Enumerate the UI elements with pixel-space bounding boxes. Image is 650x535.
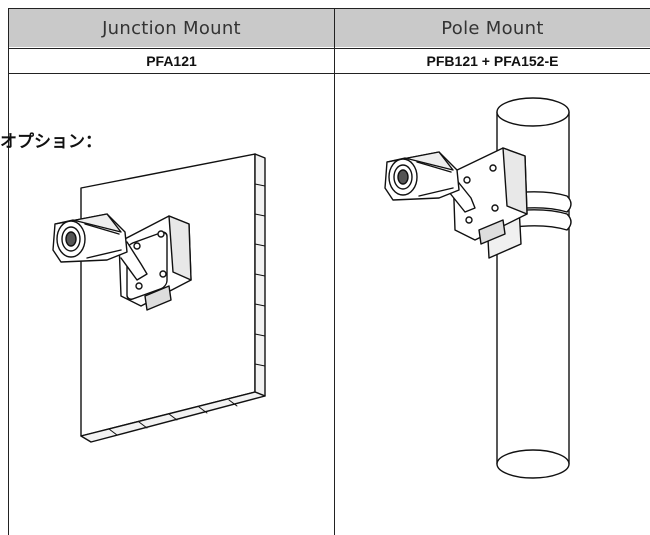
model-junction-mount: PFA121 (146, 53, 197, 69)
table-top-border (8, 8, 650, 9)
header-pole-mount: Pole Mount (335, 9, 650, 47)
table-column-divider (334, 8, 335, 535)
options-label: オプション： (0, 132, 102, 152)
model-row-bottom-border (8, 73, 650, 74)
header-bottom-border (8, 48, 650, 49)
model-pole-mount: PFB121 + PFA152-E (426, 53, 559, 69)
header-junction-mount: Junction Mount (9, 9, 334, 47)
table-left-border (8, 8, 9, 535)
pole-mount-illustration (384, 97, 572, 479)
junction-mount-illustration (52, 153, 266, 443)
